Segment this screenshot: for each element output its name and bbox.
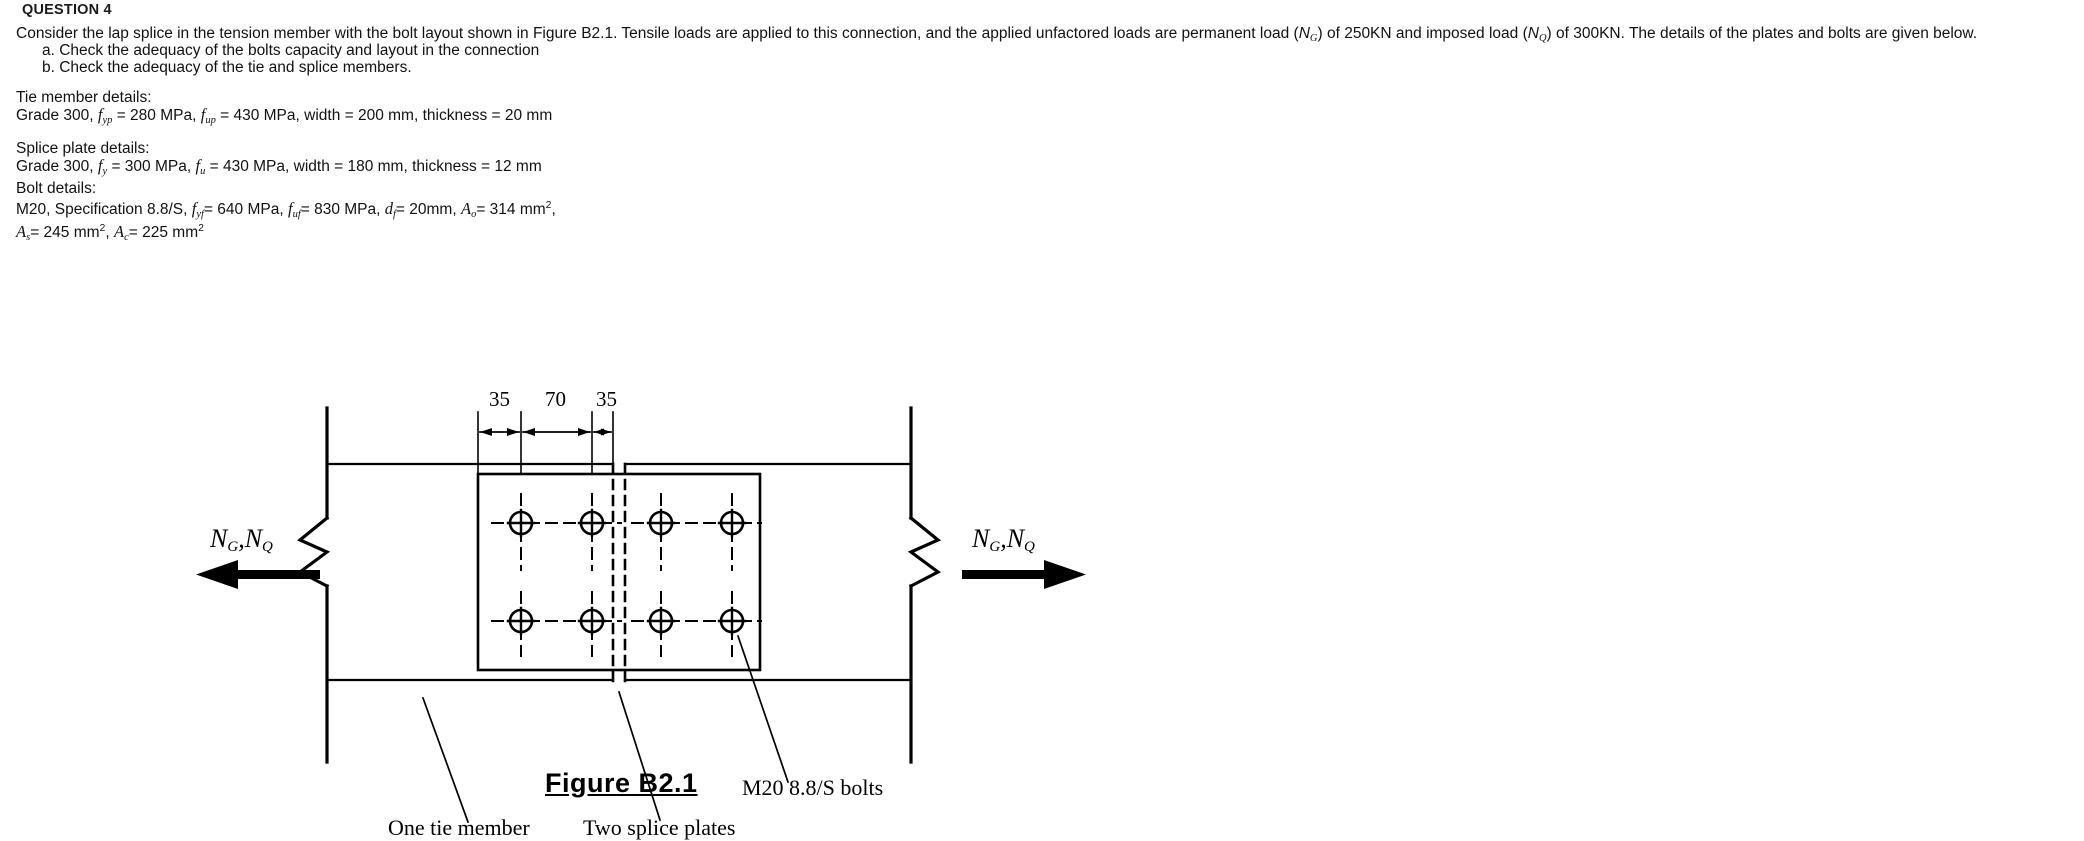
splice-joint-dashed-lines	[611, 462, 627, 688]
annotation-bolts: M20 8.8/S bolts	[742, 775, 884, 800]
bolt-properties-line-2: As= 245 mm2, Ac= 225 mm2	[16, 222, 204, 243]
bolt-ac-exponent: 2	[198, 222, 204, 234]
bolt-as-trail: ,	[105, 224, 110, 241]
load-right-n2: N	[1006, 524, 1025, 553]
question-heading: QUESTION 4	[22, 2, 112, 18]
bolt-df-value: = 20mm,	[395, 201, 457, 218]
tie-fyp-subscript: yp	[102, 115, 113, 126]
bolt-fyf-value: = 640 MPa,	[203, 201, 284, 218]
right-cut-boundary	[907, 406, 942, 764]
splice-grade: Grade 300,	[16, 158, 94, 175]
annotation-tie-member: One tie member	[388, 815, 530, 840]
load-g-symbol: N	[1298, 25, 1310, 42]
load-left-sub1: G	[227, 539, 239, 555]
bolt-symbols	[508, 510, 745, 634]
bolt-fuf-value: = 830 MPa,	[300, 201, 381, 218]
task-item-b: b. Check the adequacy of the tie and spl…	[42, 59, 412, 76]
statement-segment-1: Consider the lap splice in the tension m…	[16, 25, 1299, 42]
tie-member-heading: Tie member details:	[16, 89, 152, 106]
bolt-df-subscript: f	[393, 209, 396, 220]
bolt-ao-value: = 314 mm	[476, 201, 546, 218]
load-right-separator: ,	[1000, 524, 1007, 553]
load-label-left: NG,NQ	[210, 524, 273, 556]
splice-fy-subscript: y	[102, 166, 108, 177]
bolt-fuf-symbol: f	[287, 199, 293, 218]
splice-fy-symbol: f	[97, 156, 103, 175]
bolt-fyf-subscript: yf	[196, 209, 204, 220]
tie-fup-subscript: up	[205, 115, 216, 126]
bolt-designation: M20, Specification 8.8/S,	[16, 201, 188, 218]
right-load-arrow	[962, 560, 1086, 589]
annotation-splice-plates: Two splice plates	[583, 815, 736, 840]
load-right-sub2: Q	[1024, 539, 1035, 555]
load-right-n1: N	[972, 524, 990, 553]
load-q-symbol: N	[1527, 25, 1539, 42]
dimension-label-2: 70	[545, 387, 566, 411]
bolt-ao-exponent: 2	[545, 199, 552, 211]
figure-caption: Figure B2.1	[545, 768, 698, 798]
splice-fu-subscript: u	[200, 166, 206, 177]
dimension-label-1: 35	[489, 387, 510, 411]
leader-lines	[421, 634, 790, 824]
splice-plate-heading: Splice plate details:	[16, 140, 150, 157]
bolt-df-symbol: d	[384, 199, 393, 218]
bolt-ao-subscript: o	[471, 209, 477, 220]
load-left-n2: N	[244, 524, 263, 553]
splice-plate-properties: Grade 300, fy = 300 MPa, fu = 430 MPa, w…	[16, 156, 542, 177]
bolt-as-exponent: 2	[99, 222, 106, 234]
left-cut-boundary	[296, 406, 331, 764]
left-load-arrow	[196, 560, 320, 589]
load-right-sub1: G	[989, 539, 1001, 555]
splice-fy-value: = 300 MPa,	[111, 158, 192, 175]
leader-bolts	[736, 634, 790, 784]
dimension-arrowheads	[480, 428, 611, 436]
bolt-as-value: = 245 mm	[30, 224, 100, 241]
splice-fu-value: = 430 MPa, width = 180 mm, thickness = 1…	[209, 158, 542, 175]
bolt-ao-trail: ,	[551, 201, 556, 218]
tie-fup-value: = 430 MPa, width = 200 mm, thickness = 2…	[220, 107, 553, 124]
load-q-subscript: Q	[1538, 33, 1547, 44]
tie-grade: Grade 300,	[16, 107, 94, 124]
problem-statement: Consider the lap splice in the tension m…	[16, 24, 2076, 49]
dimension-extension-lines	[477, 411, 614, 475]
leader-splice-plates	[617, 690, 662, 822]
statement-segment-2: ) of 250KN and imposed load (	[1317, 25, 1528, 42]
bolt-fuf-subscript: uf	[292, 209, 301, 220]
splice-plate-outline	[476, 472, 762, 672]
load-label-right: NG,NQ	[972, 524, 1035, 556]
bolt-ao-symbol: A	[460, 199, 472, 218]
bolt-ac-value: = 225 mm	[128, 224, 199, 241]
tie-fyp-symbol: f	[97, 105, 103, 124]
load-left-separator: ,	[238, 524, 245, 553]
bolt-crosshairs	[506, 508, 747, 636]
dimension-label-3: 35	[596, 387, 617, 411]
bolt-properties-line-1: M20, Specification 8.8/S, fyf= 640 MPa, …	[16, 199, 556, 220]
bolt-details-heading: Bolt details:	[16, 180, 97, 197]
tie-member-properties: Grade 300, fyp = 280 MPa, fup = 430 MPa,…	[16, 105, 552, 126]
tie-fup-symbol: f	[200, 105, 206, 124]
load-left-n1: N	[210, 524, 228, 553]
tie-fyp-value: = 280 MPa,	[116, 107, 197, 124]
bolt-ac-symbol: A	[114, 222, 125, 241]
leader-tie-member	[421, 696, 470, 824]
bolt-ac-subscript: c	[124, 232, 129, 243]
bolt-as-symbol: A	[16, 222, 27, 241]
splice-fu-symbol: f	[195, 156, 201, 175]
task-item-a: a. Check the adequacy of the bolts capac…	[42, 42, 540, 59]
figure-b2-1: 35 70 35 NG,NQ NG,NQ One tie member Two …	[0, 387, 2084, 840]
bolt-as-subscript: s	[26, 232, 31, 243]
lap-splice-drawing	[196, 406, 1086, 824]
load-g-subscript: G	[1309, 33, 1318, 44]
load-left-sub2: Q	[262, 539, 273, 555]
statement-segment-3: ) of 300KN. The details of the plates an…	[1546, 25, 1978, 42]
bolt-fyf-symbol: f	[191, 199, 197, 218]
